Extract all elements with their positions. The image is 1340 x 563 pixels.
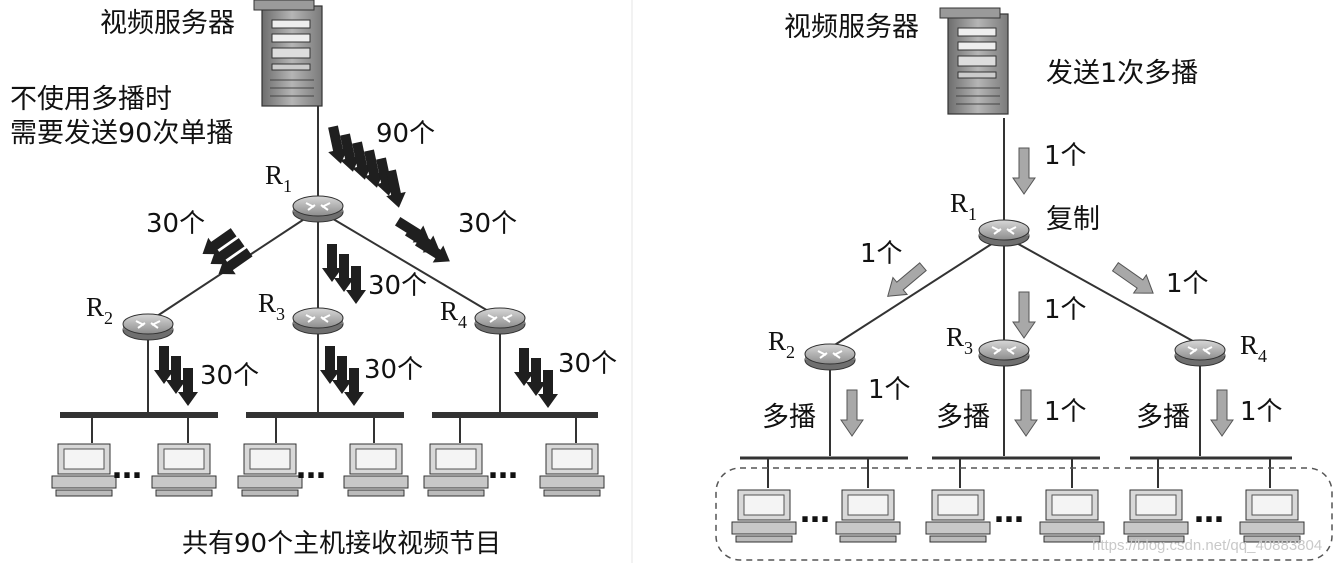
left-note-line1: 不使用多播时 [10, 84, 172, 115]
right-router-r4 [1174, 339, 1226, 367]
right-arrow-r1-r3 [1012, 291, 1036, 339]
right-r1-letter: R [950, 188, 968, 218]
right-host-1 [731, 489, 797, 543]
right-r2-letter: R [768, 326, 786, 356]
right-count-lan-1: 1个 [868, 375, 911, 405]
right-arrow-r4-lan [1210, 389, 1234, 437]
right-host-6 [1239, 489, 1305, 543]
left-r4-label: R4 [440, 296, 467, 332]
left-ellipsis-2: … [296, 451, 326, 486]
left-router-r3 [292, 307, 344, 335]
right-r4-label: R4 [1240, 330, 1267, 366]
right-multicast-label-1: 多播 [762, 402, 816, 433]
left-r1-label: R1 [265, 160, 292, 196]
left-note-line2: 需要发送90次单播 [10, 118, 233, 149]
left-router-r4 [474, 307, 526, 335]
right-r1-sub: 1 [968, 204, 977, 224]
left-router-r1 [292, 195, 344, 223]
right-arrow-r2-lan [840, 389, 864, 437]
left-links [60, 100, 598, 443]
left-arrows-r1-r3 [322, 244, 366, 304]
left-r3-letter: R [258, 288, 276, 318]
right-arrow-server-r1 [1012, 147, 1036, 195]
left-r4-letter: R [440, 296, 458, 326]
right-multicast-label-2: 多播 [936, 402, 990, 433]
right-router-r1 [978, 219, 1030, 247]
left-host-2 [151, 443, 217, 497]
left-arrows-r4-lan [514, 348, 558, 408]
left-panel-unicast: 视频服务器 不使用多播时 需要发送90次单播 90个 R1 R2 R3 R4 3… [10, 0, 617, 559]
right-count-to-r2: 1个 [860, 239, 903, 269]
left-r2-label: R2 [86, 292, 113, 328]
right-host-2 [835, 489, 901, 543]
left-r3-label: R3 [258, 288, 285, 324]
right-multicast-label-3: 多播 [1136, 402, 1190, 433]
right-host-4 [1039, 489, 1105, 543]
right-panel-multicast: 视频服务器 发送1次多播 1个 复制 R1 R2 R3 R4 1个 1个 1个 … [715, 7, 1333, 561]
right-server-label: 视频服务器 [784, 12, 919, 43]
left-count-to-r2: 30个 [146, 209, 205, 239]
left-host-3 [237, 443, 303, 497]
left-r4-sub: 4 [458, 312, 467, 332]
left-r3-sub: 3 [276, 304, 285, 324]
right-count-lan-2: 1个 [1044, 397, 1087, 427]
right-send-once: 发送1次多播 [1046, 58, 1198, 89]
left-host-5 [423, 443, 489, 497]
left-router-r2 [122, 313, 174, 341]
left-count-server: 90个 [376, 119, 435, 149]
right-r4-letter: R [1240, 330, 1258, 360]
right-host-5 [1123, 489, 1189, 543]
right-arrow-r1-r4 [1108, 257, 1160, 303]
left-ellipsis-1: … [112, 451, 142, 486]
right-r3-letter: R [946, 322, 964, 352]
left-host-4 [343, 443, 409, 497]
right-ellipsis-1: … [800, 495, 830, 530]
right-links [740, 118, 1292, 488]
right-router-r2 [804, 343, 856, 371]
right-count-lan-3: 1个 [1240, 397, 1283, 427]
right-ellipsis-2: … [994, 495, 1024, 530]
right-host-3 [925, 489, 991, 543]
right-ellipsis-3: … [1194, 495, 1224, 530]
right-router-r3 [978, 339, 1030, 367]
left-server-label: 视频服务器 [100, 8, 235, 39]
left-r1-sub: 1 [283, 176, 292, 196]
left-arrows-r3-lan [320, 346, 364, 406]
left-arrows-r1-r2 [196, 224, 256, 283]
left-r2-sub: 2 [104, 308, 113, 328]
left-r1-letter: R [265, 160, 283, 190]
right-count-to-r3: 1个 [1044, 295, 1087, 325]
right-count-server: 1个 [1044, 141, 1087, 171]
left-video-server-icon [253, 0, 323, 107]
right-multicast-group-boundary [715, 467, 1333, 561]
left-count-r2-lan: 30个 [200, 361, 259, 391]
left-count-r4-lan: 30个 [558, 349, 617, 379]
right-r4-sub: 4 [1258, 346, 1267, 366]
left-ellipsis-3: … [488, 451, 518, 486]
right-r2-label: R2 [768, 326, 795, 362]
left-caption: 共有90个主机接收视频节目 [182, 529, 501, 559]
right-copy-label: 复制 [1046, 204, 1100, 235]
right-r3-sub: 3 [964, 338, 973, 358]
left-r2-letter: R [86, 292, 104, 322]
left-host-1 [51, 443, 117, 497]
watermark-text: https://blog.csdn.net/qq_40883804 [1092, 537, 1322, 554]
left-arrows-r2-lan [154, 346, 198, 406]
right-r3-label: R3 [946, 322, 973, 358]
right-r1-label: R1 [950, 188, 977, 224]
right-video-server-icon [939, 7, 1009, 115]
right-count-to-r4: 1个 [1166, 269, 1209, 299]
left-count-r3-lan: 30个 [364, 355, 423, 385]
right-r2-sub: 2 [786, 342, 795, 362]
left-host-6 [539, 443, 605, 497]
left-arrows-r1-r4 [392, 212, 456, 270]
left-count-to-r3: 30个 [368, 271, 427, 301]
left-count-to-r4: 30个 [458, 209, 517, 239]
right-arrow-r3-lan [1014, 389, 1038, 437]
